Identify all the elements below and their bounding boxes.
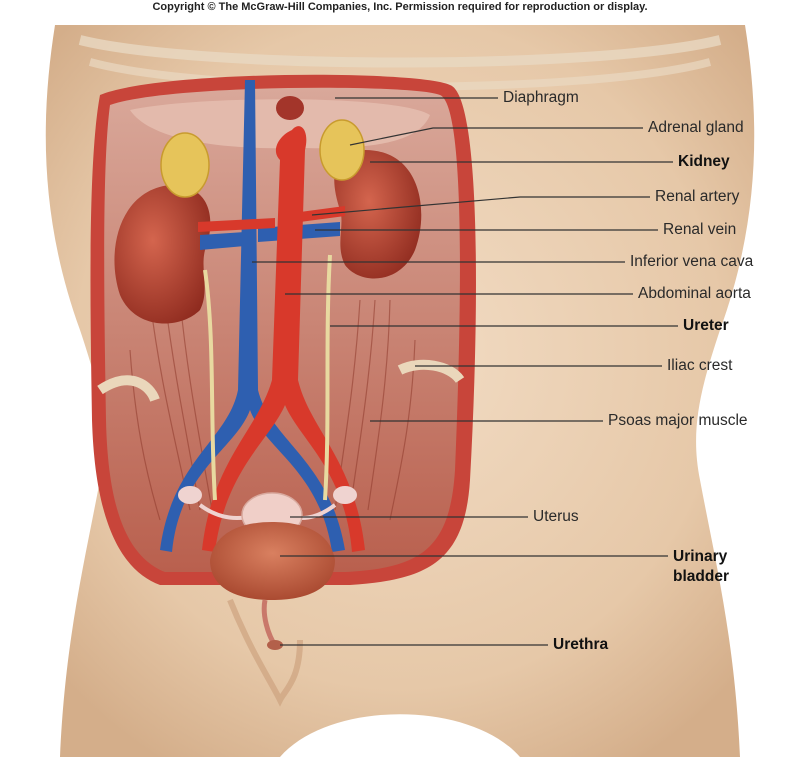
abdominal-aorta	[202, 126, 365, 552]
label-uterus: Uterus	[533, 508, 579, 525]
renal-artery-left	[198, 218, 275, 232]
inferior-vena-cava	[160, 80, 345, 552]
esophageal-opening	[276, 96, 304, 120]
label-urinary-bladder-line2: bladder	[673, 568, 729, 585]
label-psoas-major-muscle: Psoas major muscle	[608, 412, 748, 429]
label-urinary-bladder-line1: Urinary	[673, 548, 728, 565]
iliac-crest-left	[97, 375, 160, 403]
kidney-left	[114, 185, 211, 324]
ureter-left	[203, 269, 217, 501]
ovary-left	[178, 486, 202, 504]
kidney-right	[334, 150, 422, 279]
label-adrenal-gland: Adrenal gland	[648, 119, 744, 136]
psoas-muscle-left	[129, 299, 213, 521]
adrenal-gland-left	[160, 132, 210, 198]
label-urethra: Urethra	[553, 636, 609, 653]
label-iliac-crest: Iliac crest	[667, 357, 733, 374]
groin-shadow	[227, 598, 303, 707]
label-diaphragm: Diaphragm	[503, 89, 579, 106]
leader-line-adrenal-gland	[349, 127, 643, 146]
label-renal-artery: Renal artery	[655, 188, 740, 205]
adrenal-gland-right	[319, 119, 365, 181]
copyright-notice: Copyright © The McGraw-Hill Companies, I…	[152, 1, 648, 13]
leader-line-renal-artery	[311, 196, 650, 216]
label-abdominal-aorta: Abdominal aorta	[638, 285, 751, 302]
renal-vein-left	[200, 232, 245, 250]
label-renal-vein: Renal vein	[663, 221, 737, 238]
label-inferior-vena-cava: Inferior vena cava	[630, 253, 754, 270]
ovary-right	[333, 486, 357, 504]
leader-lines	[252, 97, 678, 646]
label-kidney: Kidney	[678, 153, 730, 170]
urethra-opening	[267, 640, 283, 650]
rib-outline	[78, 35, 722, 68]
urinary-bladder	[210, 522, 335, 600]
ureter-right	[323, 254, 332, 501]
label-ureter: Ureter	[683, 317, 729, 334]
